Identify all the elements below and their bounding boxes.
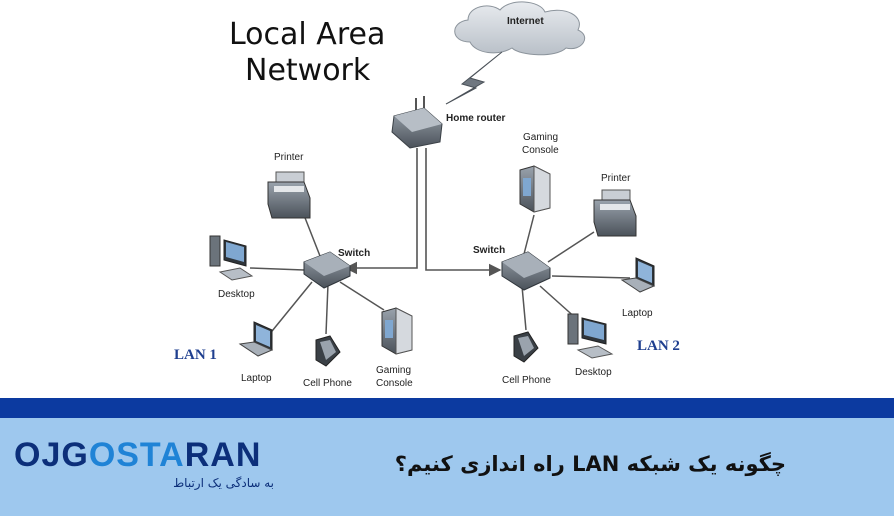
lan2-gaming-console-icon xyxy=(519,165,551,213)
lan2-desktop-label: Desktop xyxy=(575,367,612,378)
lan2-cell-phone-label: Cell Phone xyxy=(502,375,551,386)
lan1-switch-icon xyxy=(303,251,351,289)
lan2-label: LAN 2 xyxy=(637,338,680,354)
network-diagram: Local Area Network Internet Home router … xyxy=(174,1,680,389)
home-router-label: Home router xyxy=(446,113,506,124)
lan2-printer-label: Printer xyxy=(601,173,631,184)
header-stripe xyxy=(0,398,894,418)
lan2-printer-icon xyxy=(593,189,637,237)
brand-logo-part-dark: OJG xyxy=(14,436,89,474)
lan2-desktop-icon xyxy=(567,313,614,359)
internet-cloud-icon xyxy=(454,1,586,56)
lan2-switch-icon xyxy=(501,251,551,291)
lan1-gaming-console-line2: Console xyxy=(376,378,413,389)
brand-tagline: به سادگی یک ارتباط xyxy=(173,476,274,490)
home-router-icon xyxy=(391,96,443,149)
router-to-switch2-link xyxy=(425,148,502,277)
lan1-printer-label: Printer xyxy=(274,152,304,163)
lan2-switch-label: Switch xyxy=(473,245,505,256)
article-headline: چگونه یک شبکه LAN راه اندازی کنیم؟ xyxy=(394,452,786,476)
lan1-switch-label: Switch xyxy=(338,248,370,259)
brand-logo[interactable]: OJGOSTARAN به سادگی یک ارتباط xyxy=(14,438,274,500)
lan1-laptop-label: Laptop xyxy=(241,373,272,384)
lan2-gaming-console-line2: Console xyxy=(522,145,559,156)
diagram-title-line2: Network xyxy=(245,53,371,88)
brand-logo-part-light: OSTA xyxy=(88,436,185,474)
lan2-gaming-console-line1: Gaming xyxy=(523,132,558,143)
lan2-cell-phone-icon xyxy=(513,331,539,363)
lan1-printer-icon xyxy=(267,171,311,219)
router-to-switch1-link xyxy=(344,148,418,275)
lan1-laptop-icon xyxy=(238,321,274,357)
lan1-desktop-label: Desktop xyxy=(218,289,255,300)
diagram-title-line1: Local Area xyxy=(229,17,385,52)
brand-logo-text: OJGOSTARAN xyxy=(14,438,274,472)
lan2-laptop-label: Laptop xyxy=(622,308,653,319)
footer-banner xyxy=(0,418,894,516)
connection-bolt-icon xyxy=(445,51,503,105)
internet-label: Internet xyxy=(507,16,544,27)
lan2-laptop-icon xyxy=(620,257,656,293)
lan1-cell-phone-icon xyxy=(315,335,341,367)
lan1-cell-phone-label: Cell Phone xyxy=(303,378,352,389)
lan1-gaming-console-icon xyxy=(381,307,413,355)
lan1-gaming-console-line1: Gaming xyxy=(376,365,411,376)
lan1-label: LAN 1 xyxy=(174,347,217,363)
lan1-desktop-icon xyxy=(209,235,254,281)
brand-logo-part-dark-end: RAN xyxy=(184,436,262,474)
